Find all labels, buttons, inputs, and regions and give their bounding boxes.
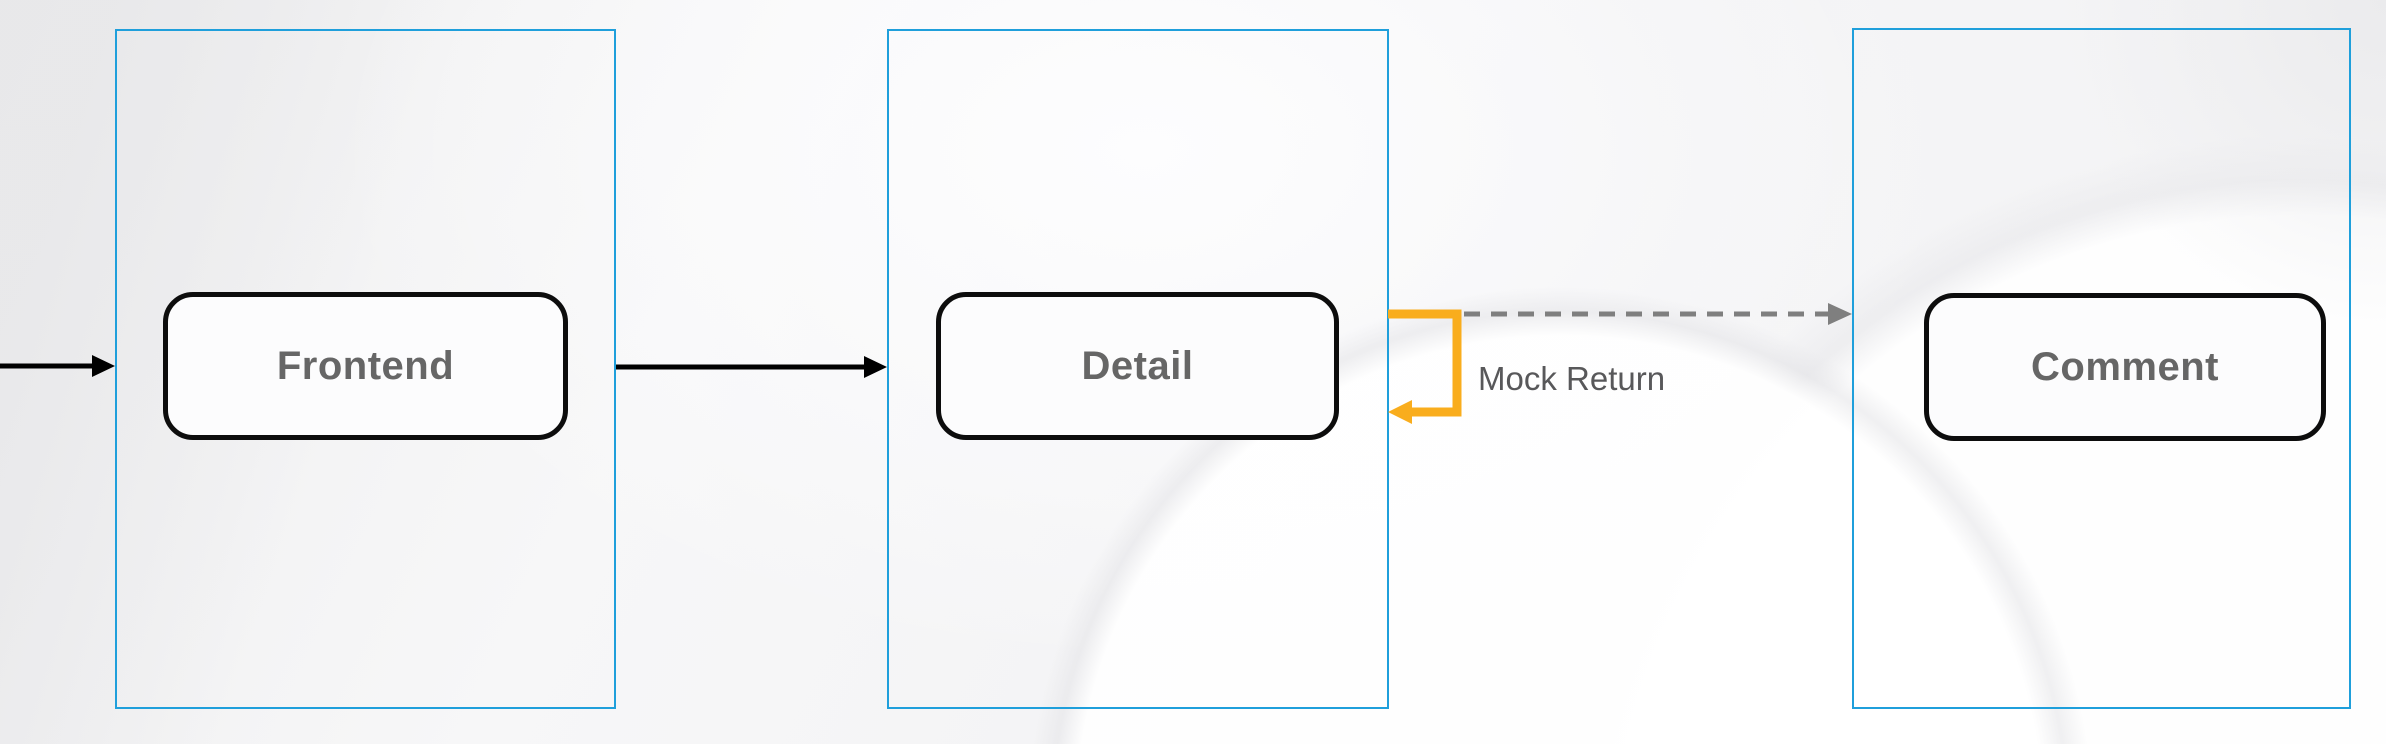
node-label: Detail — [1081, 343, 1194, 388]
edge-mock-return[interactable] — [1388, 309, 1462, 424]
node-detail[interactable]: Detail — [936, 292, 1339, 440]
container-comment[interactable] — [1852, 28, 2351, 709]
edge-label-mock-return: Mock Return — [1478, 360, 1666, 397]
arrowhead-icon — [92, 355, 115, 377]
node-comment[interactable]: Comment — [1924, 293, 2326, 441]
node-frontend[interactable]: Frontend — [163, 292, 568, 440]
edge-into-frontend[interactable] — [0, 355, 115, 377]
node-label: Frontend — [276, 343, 455, 388]
container-detail[interactable] — [887, 29, 1389, 709]
arrowhead-icon — [1388, 400, 1412, 424]
arrowhead-icon — [864, 356, 887, 378]
container-frontend[interactable] — [115, 29, 616, 709]
edge-line[interactable] — [1388, 309, 1462, 417]
edge-detail-to-comment-dashed[interactable] — [1464, 303, 1852, 325]
edge-frontend-to-detail[interactable] — [616, 356, 887, 378]
arrowhead-icon — [1828, 303, 1852, 325]
node-label: Comment — [2031, 344, 2219, 389]
